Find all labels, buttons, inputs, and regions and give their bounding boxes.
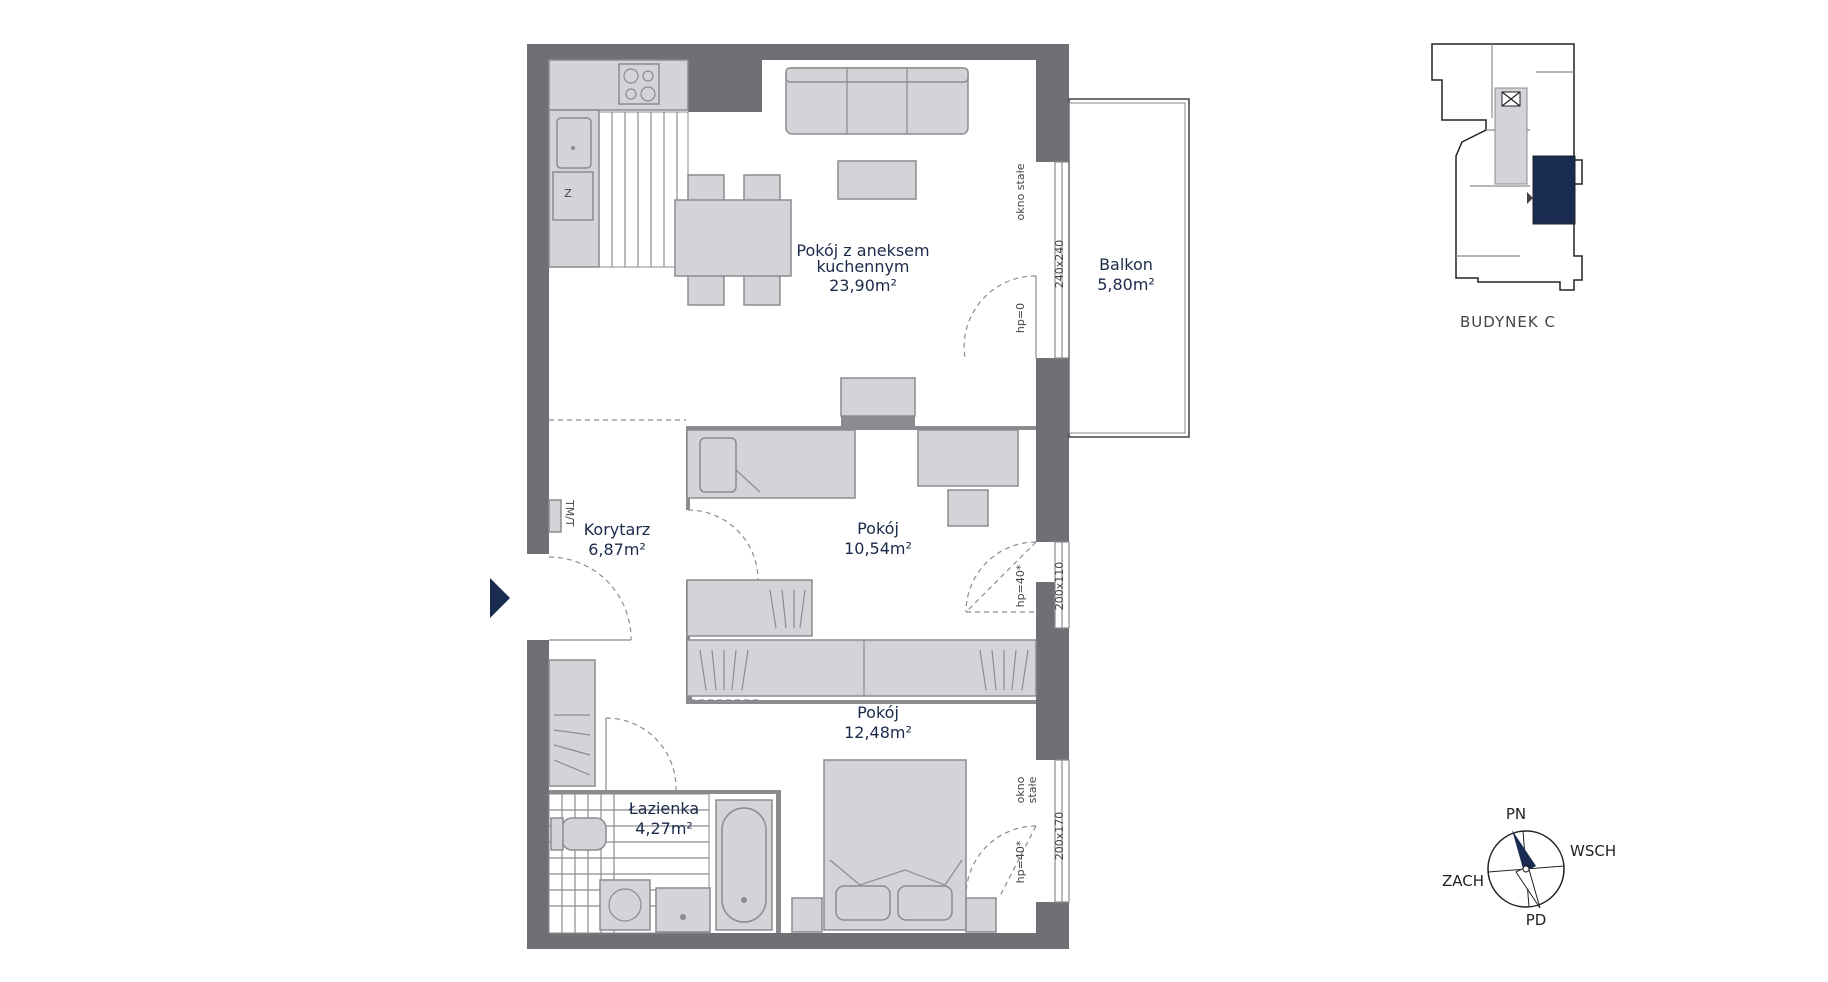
bathroom-fixtures	[548, 793, 773, 934]
sofa	[785, 67, 969, 200]
corridor-area: 6,87m²	[588, 540, 646, 559]
room1-window-sill: hp=40*	[1014, 564, 1027, 607]
living-room-name-line1: Pokój z aneksem	[796, 241, 929, 260]
living-room-name-line2: kuchennym	[816, 257, 909, 276]
room2-window-size: 200x170	[1053, 812, 1066, 861]
walls	[527, 44, 1069, 949]
room2-window-swing	[965, 825, 1037, 897]
balcony-door-swing	[963, 275, 1037, 359]
room2-area: 12,48m²	[844, 723, 912, 742]
compass-icon	[1487, 830, 1565, 908]
corridor-name: Korytarz	[584, 520, 651, 539]
compass-west-label: ZACH	[1442, 872, 1484, 890]
room1-furniture	[686, 429, 1019, 637]
room2-window-note-line2: stałe	[1026, 776, 1039, 803]
compass-north-label: PN	[1506, 805, 1526, 823]
compass: PN WSCH PD ZACH	[1442, 805, 1616, 929]
entrance-arrow-icon	[490, 578, 510, 618]
dining-table	[674, 174, 792, 306]
balcony-outline	[1068, 98, 1190, 438]
room-labels: Pokój z aneksem kuchennym 23,90m² Balkon…	[584, 241, 1155, 838]
corridor-elements: TM/T	[548, 499, 677, 791]
living-room-area: 23,90m²	[829, 276, 897, 295]
compass-north-needle	[1512, 830, 1536, 872]
room1-name: Pokój	[857, 519, 899, 538]
room2-window-note-line1: okno	[1014, 776, 1027, 803]
compass-east-label: WSCH	[1570, 842, 1616, 860]
compass-south-label: PD	[1526, 911, 1547, 929]
sink-icon	[556, 117, 592, 169]
building-key-plan: BUDYNEK C	[1431, 43, 1583, 331]
panel-label: TM/T	[563, 499, 576, 527]
toilet-icon	[561, 817, 607, 851]
bathroom-area: 4,27m²	[635, 819, 693, 838]
bathroom-name: Łazienka	[628, 799, 699, 818]
apartment-highlight	[1532, 155, 1576, 225]
fridge-label: Z	[564, 187, 572, 200]
room1-window-swing	[965, 541, 1037, 613]
room1-window-size: 200x110	[1053, 562, 1066, 611]
washing-machine-icon	[599, 879, 651, 931]
tv-bench	[549, 377, 916, 426]
room1-area: 10,54m²	[844, 539, 912, 558]
fridge-icon	[552, 171, 594, 221]
wardrobe	[686, 639, 1037, 701]
balcony-door-note: okno stałe	[1014, 163, 1027, 220]
balcony-door-size: 240x240	[1053, 240, 1066, 289]
balcony-name: Balkon	[1099, 255, 1153, 274]
kitchen: Z	[548, 59, 689, 268]
room2-furniture	[791, 759, 997, 933]
washbasin-icon	[655, 887, 711, 933]
room2-name: Pokój	[857, 703, 899, 722]
building-label: BUDYNEK C	[1460, 313, 1556, 331]
balcony-area: 5,80m²	[1097, 275, 1155, 294]
balcony-door-sill: hp=0	[1014, 303, 1027, 333]
panel-icon	[548, 499, 562, 533]
window-annotations: okno stałe 240x240 hp=0 200x110 hp=40* o…	[1014, 163, 1066, 883]
room1-door-swing	[687, 509, 759, 581]
room2-window-sill: hp=40*	[1014, 840, 1027, 883]
